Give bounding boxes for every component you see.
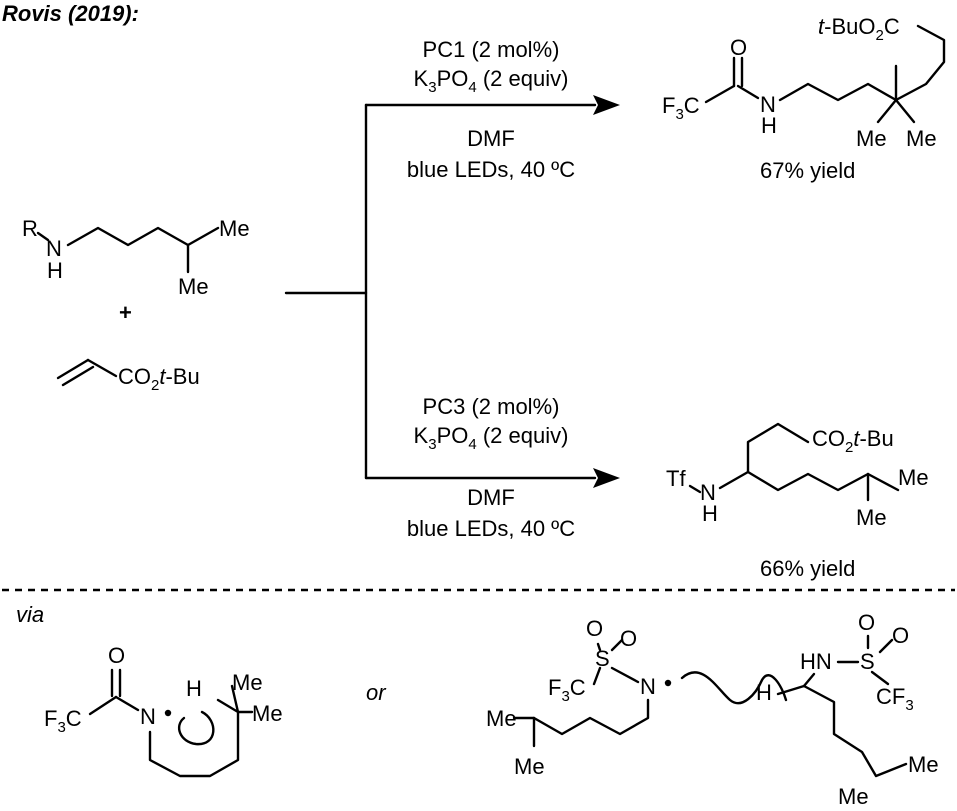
right-int-s-cf3-bond-2 <box>870 670 890 686</box>
top-product-me-label-1: Me <box>856 126 887 151</box>
amine-r-bond <box>36 231 50 242</box>
top-product-ester: t-BuO2C <box>818 14 900 44</box>
top-product: F3C O N H t-BuO2C Me Me 67% yield <box>662 14 946 183</box>
left-int-me-label-1: Me <box>232 670 263 695</box>
right-int-s-cf3-bond <box>592 666 602 686</box>
bottom-product-me-label-1: Me <box>898 465 929 490</box>
top-conditions: PC1 (2 mol%) K3PO4 (2 equiv) DMF blue LE… <box>407 37 575 182</box>
top-product-o-label: O <box>730 35 747 60</box>
acrylate-alkene-double <box>61 365 95 387</box>
bottom-product-h-label: H <box>702 501 718 526</box>
right-int-ch-bond <box>776 684 806 696</box>
top-solvent: DMF <box>467 126 515 151</box>
via-label: via <box>16 602 44 627</box>
or-label: or <box>366 680 387 705</box>
right-int-f3c: F3C <box>548 675 586 705</box>
top-product-n-label: N <box>760 92 776 117</box>
right-int-me-label-1: Me <box>486 706 517 731</box>
top-catalyst: PC1 (2 mol%) <box>423 37 560 62</box>
amine-me-label-2: Me <box>178 274 209 299</box>
bottom-product-tf-bond <box>688 484 702 494</box>
bottom-conditions: PC3 (2 mol%) K3PO4 (2 equiv) DMF blue LE… <box>407 394 575 541</box>
bottom-product-n-label: N <box>700 480 716 505</box>
bottom-product-chain <box>718 470 900 492</box>
acrylate-ester-label: CO2t-Bu <box>118 364 200 394</box>
left-int-cf3-bond <box>88 695 118 716</box>
amine-r-label: R <box>22 216 38 241</box>
top-product-me-bond-1 <box>876 98 898 124</box>
acrylate: CO2t-Bu <box>56 358 200 394</box>
left-int-ring <box>148 698 240 778</box>
bottom-product: Tf N H CO2t-Bu Me Me 66% yield <box>666 422 929 581</box>
left-int-h-label: H <box>186 676 202 701</box>
right-int-me-label-3: Me <box>908 752 939 777</box>
top-arrowhead <box>593 95 620 115</box>
left-int-cn-bond <box>114 695 140 712</box>
top-product-chain <box>778 24 946 102</box>
bottom-product-me-label-2: Me <box>856 505 887 530</box>
right-int-radical-dot <box>664 679 672 687</box>
bottom-base: K3PO4 (2 equiv) <box>414 423 569 453</box>
amine-me-label-1: Me <box>219 216 250 241</box>
right-int-s1: S <box>595 646 610 671</box>
right-int-chain <box>532 698 650 748</box>
bottom-product-tf-label: Tf <box>666 466 686 491</box>
bottom-product-yield: 66% yield <box>760 556 855 581</box>
plus-sign: + <box>119 300 132 325</box>
top-temperature: blue LEDs, 40 ºC <box>407 157 575 182</box>
left-int-me-bond-1 <box>230 684 240 714</box>
left-int-f3c: F3C <box>44 706 82 736</box>
scheme-title: Rovis (2019): <box>2 1 139 26</box>
right-int-hat-arrow <box>680 671 788 705</box>
bottom-arrowhead <box>593 468 620 488</box>
bottom-product-ester: CO2t-Bu <box>812 426 894 456</box>
right-intermediate: O O S F3C N Me Me H HN S O O CF3 Me Me <box>486 610 939 809</box>
right-int-s2: S <box>860 649 875 674</box>
left-int-radical-dot <box>164 709 172 717</box>
bottom-catalyst: PC3 (2 mol%) <box>423 394 560 419</box>
right-int-so4-bond <box>878 638 894 654</box>
top-base: K3PO4 (2 equiv) <box>414 66 569 96</box>
right-int-o1: O <box>586 616 603 641</box>
top-product-me-bond-2 <box>894 98 916 124</box>
top-product-cn-bond <box>736 84 760 100</box>
right-int-o2: O <box>620 626 637 651</box>
right-int-n-label: N <box>640 674 656 699</box>
amine-n-label: N <box>46 236 62 261</box>
right-int-sn-bond <box>610 666 640 684</box>
right-int-h-label: H <box>756 680 772 705</box>
acrylate-ester-bond <box>86 358 118 378</box>
starting-amine: R N H Me Me <box>22 216 250 299</box>
top-product-yield: 67% yield <box>760 158 855 183</box>
right-int-me-label-4: Me <box>838 784 869 809</box>
top-product-c-co-bond <box>704 84 736 104</box>
left-int-hat-arrow <box>177 710 215 746</box>
right-int-o3: O <box>858 610 875 635</box>
bottom-temperature: blue LEDs, 40 ºC <box>407 516 575 541</box>
amine-h-label: H <box>47 258 63 283</box>
right-int-hn-label: HN <box>800 649 832 674</box>
right-int-chain-2 <box>802 684 908 778</box>
left-int-n-label: N <box>140 704 156 729</box>
right-int-o4: O <box>892 623 909 648</box>
right-int-so1-bond <box>596 642 602 652</box>
top-product-me-label-2: Me <box>906 126 937 151</box>
top-product-h-label: H <box>761 113 777 138</box>
reaction-arrows <box>284 95 620 488</box>
left-int-me-label-2: Me <box>252 701 283 726</box>
top-product-f3c: F3C <box>662 93 700 123</box>
bottom-product-ester-chain <box>746 422 810 474</box>
left-intermediate: O F3C N H Me Me <box>44 643 283 778</box>
left-int-o-label: O <box>108 643 125 668</box>
bottom-solvent: DMF <box>467 485 515 510</box>
amine-chain-bonds <box>66 226 220 247</box>
right-int-me-label-2: Me <box>514 754 545 779</box>
right-int-cf3: CF3 <box>876 684 914 714</box>
right-int-c-hn-bond <box>802 672 816 688</box>
acrylate-alkene-bond <box>56 358 90 380</box>
right-int-so2-bond <box>610 638 624 652</box>
